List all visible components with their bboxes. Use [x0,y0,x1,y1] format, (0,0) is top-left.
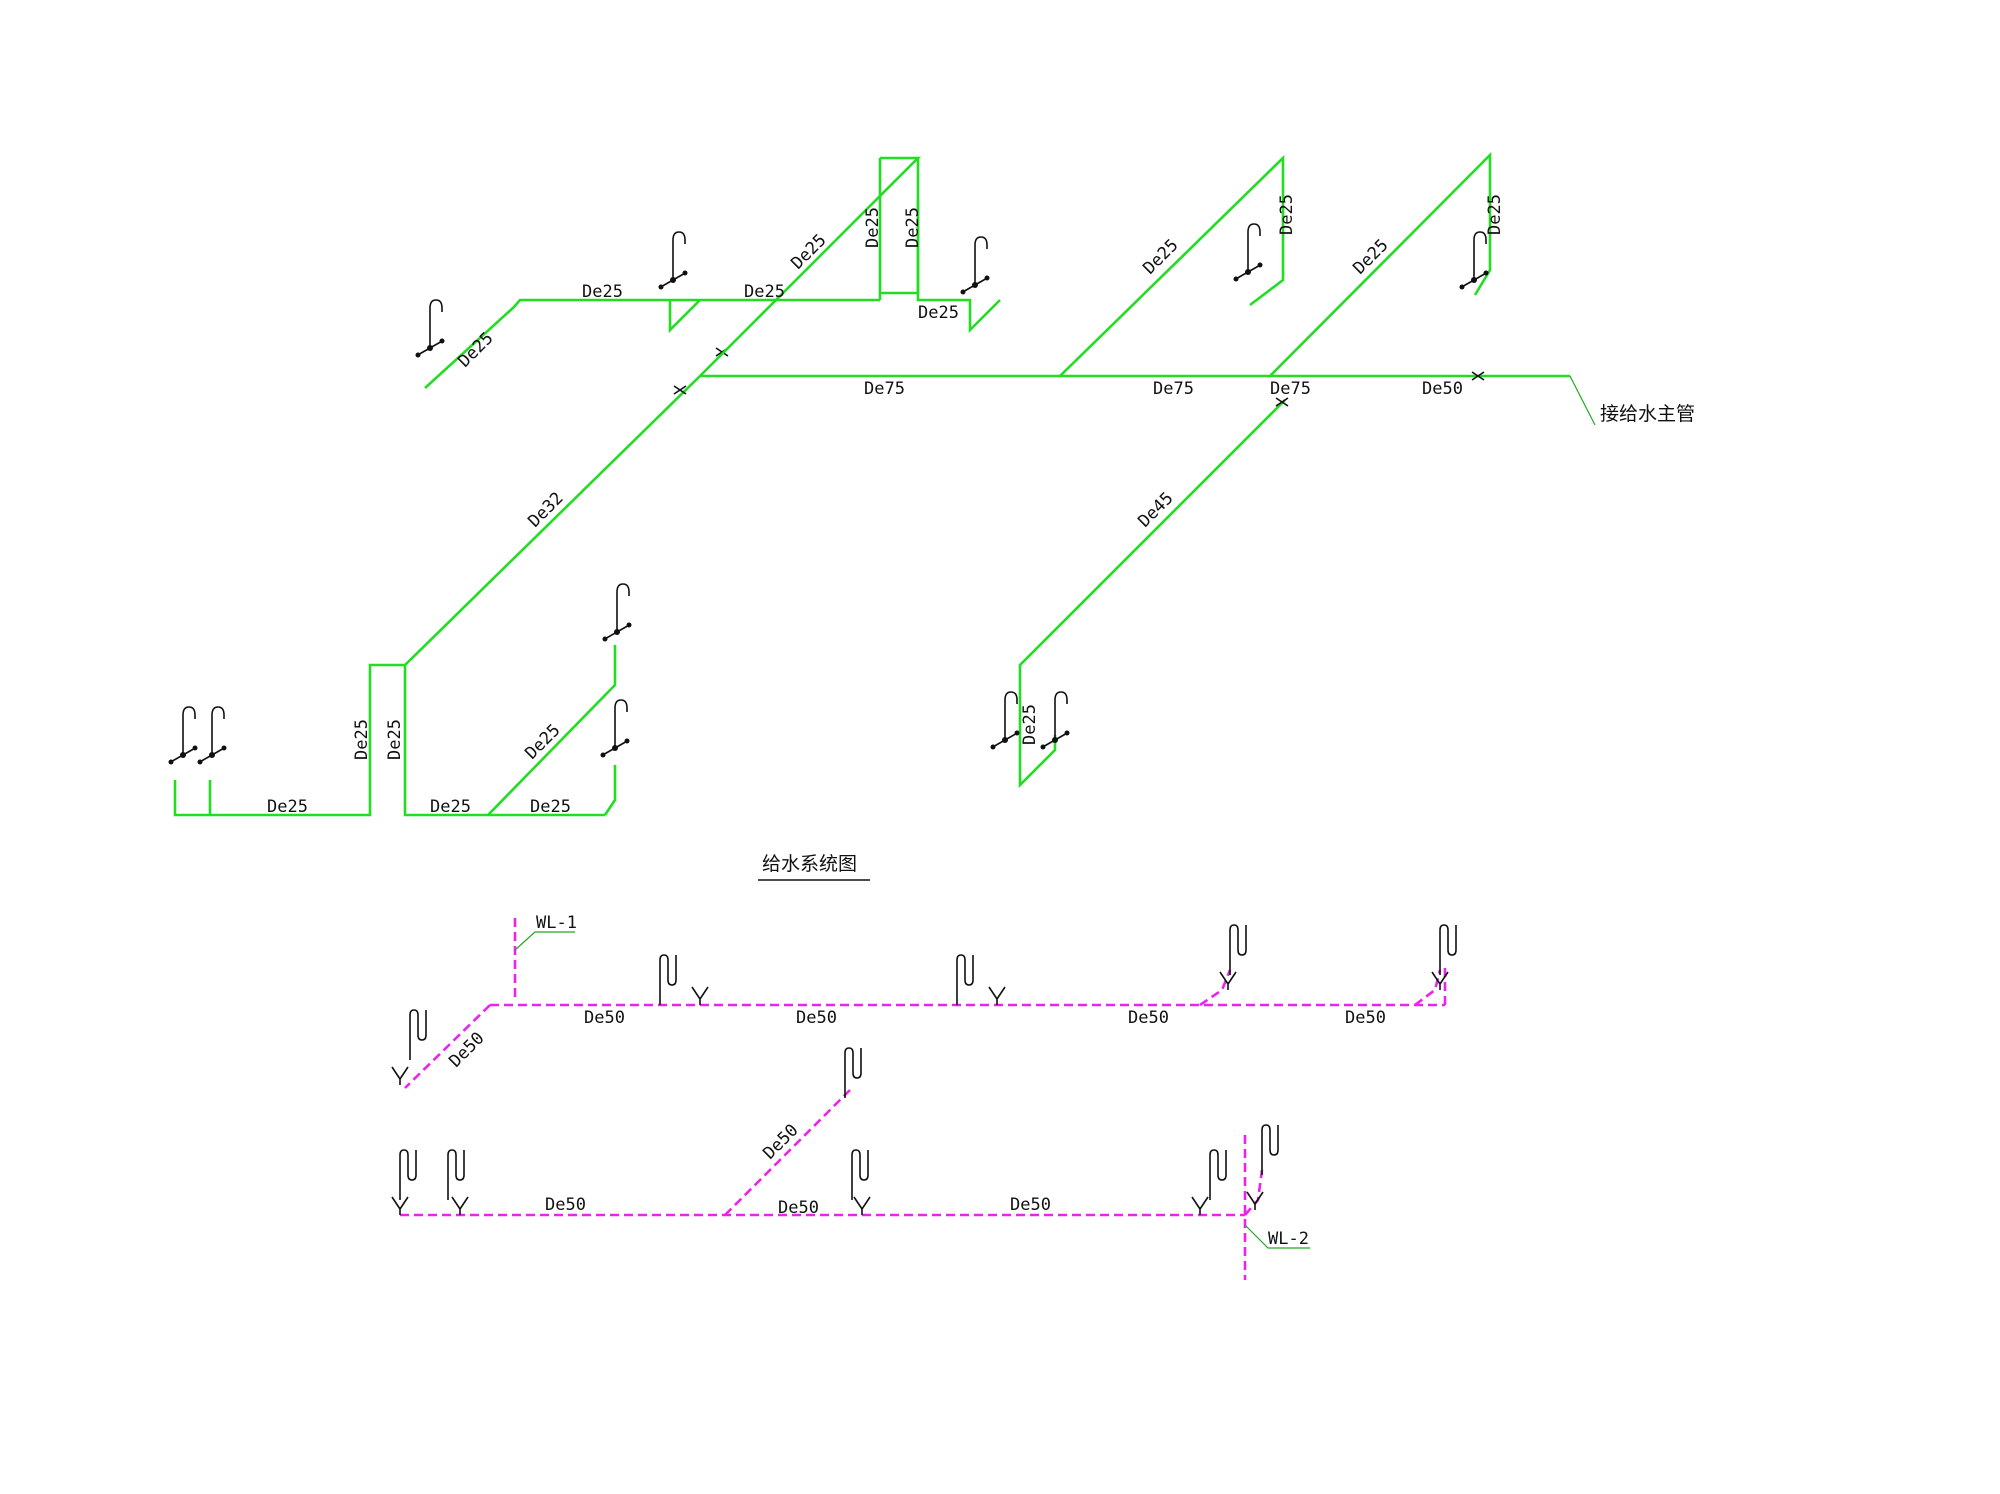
supply-top-right-branch [916,200,1001,334]
supply-left-lower [173,663,405,817]
faucet-icon-4 [1232,223,1264,283]
pipe-label: De50 [759,1120,802,1163]
pipe-label: De50 [796,1008,837,1028]
trap-icon-11 [1261,1124,1279,1176]
riser-wl2-label: WL-2 [1268,1229,1309,1249]
pipe-label: De50 [545,1195,586,1215]
main-pipe-leader [1569,375,1596,426]
drain-upper-diagonal [404,1004,491,1089]
floor-drain-icon-8 [853,1196,871,1216]
pipe-label: De25 [385,719,405,760]
supply-top-loop [668,299,701,334]
riser-wl1-leader [514,931,575,951]
supply-lower-diagonal [487,645,617,816]
pipe-label: De75 [864,379,905,399]
trap-icon-3 [956,954,974,1006]
pipe-label: De25 [1020,704,1040,745]
pipe-label: De50 [1345,1008,1386,1028]
supply-lower-right [603,765,617,816]
floor-drain-icon-1 [391,1066,409,1086]
pipe-label: De25 [267,797,308,817]
trap-icon-5 [1439,924,1457,976]
pipe-label: De50 [584,1008,625,1028]
pipe-label: De75 [1270,379,1311,399]
faucet-icon-1 [414,299,446,359]
pipe-label: De25 [582,282,623,302]
supply-caption: 给水系统图 [762,853,857,875]
pipe-label: De50 [445,1028,488,1071]
supply-branch-mid [1059,154,1285,377]
pipe-label: De25 [918,303,959,323]
supply-branch-de32 [403,375,701,817]
main-pipe-note: 接给水主管 [1600,403,1695,425]
drain-upper-bend-1 [1199,969,1232,1007]
pipe-label: De25 [530,797,571,817]
faucet-icon-8 [196,706,228,766]
pipe-label: De50 [1422,379,1463,399]
floor-drain-icon-9 [1191,1196,1209,1216]
pipe-label: De50 [1128,1008,1169,1028]
faucet-icon-11 [1039,691,1071,751]
floor-drain-icon-2 [691,986,709,1006]
pipe-label: De25 [903,207,923,248]
trap-icon-6 [399,1149,417,1201]
supply-upper-diagonal [699,156,922,377]
faucet-icon-10 [989,691,1021,751]
supply-branch-right [1269,151,1492,377]
faucet-icon-3 [959,236,991,296]
pipe-label: De75 [1153,379,1194,399]
pipe-label: De50 [778,1198,819,1218]
pipe-label: De25 [863,207,883,248]
drain-system: WL-1 De50 De50 De50 De50 De50 WL-2 [391,913,1457,1280]
pipe-label: De45 [1134,488,1177,531]
pipe-label: De25 [1139,235,1182,278]
trap-icon-4 [1229,924,1247,976]
pipe-label: De25 [1349,235,1392,278]
pipe-label: De25 [744,282,785,302]
supply-system: De25 De25 De25 De25 De25 De25 De25 De25 … [167,151,1695,881]
riser-wl1-label: WL-1 [536,913,577,933]
pipe-label: De25 [352,719,372,760]
pipe-label: De25 [454,328,497,371]
trap-icon-10 [1209,1149,1227,1201]
supply-branch-de45 [1018,399,1286,789]
faucet-icon-6 [601,583,633,643]
trap-icon-7 [447,1149,465,1201]
trap-icon-8 [844,1047,862,1099]
riser-wl2-leader [1244,1224,1310,1249]
trap-icon-9 [851,1149,869,1201]
faucet-icon-2 [657,231,689,291]
pipe-label: De50 [1010,1195,1051,1215]
floor-drain-icon-10 [1246,1191,1264,1211]
faucet-icon-7 [167,706,199,766]
trap-icon-2 [659,954,677,1006]
floor-drain-icon-3 [988,986,1006,1006]
faucet-icon-9 [599,699,631,759]
trap-icon-1 [409,1009,427,1061]
floor-drain-icon-7 [451,1196,469,1216]
pipe-label: De25 [430,797,471,817]
pipe-label: De25 [1485,194,1505,235]
pipe-label: De32 [524,488,567,531]
drain-upper-bend-2 [1414,969,1442,1007]
drain-lower-diagonal [724,1089,851,1216]
pipe-label: De25 [1277,194,1297,235]
